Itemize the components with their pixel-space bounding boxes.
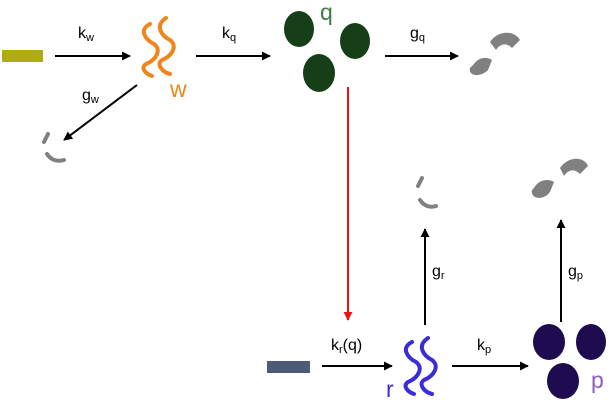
mrna-squiggle-icon [141, 16, 176, 78]
rate-g-p: gp [568, 263, 583, 282]
rate-g-q: gq [410, 25, 425, 44]
label-q: q [320, 0, 333, 25]
label-w: w [169, 76, 187, 102]
degraded-fragment-icon [416, 176, 438, 209]
protein-blob-icon [284, 11, 370, 92]
mrna-squiggle-icon [403, 336, 438, 396]
gene-bar-icon [2, 50, 43, 62]
degradation-arrow-w [63, 84, 138, 141]
gene-bar-icon [267, 361, 310, 373]
rate-k-p: kp [477, 337, 491, 356]
rate-g-r: gr [432, 263, 445, 282]
rate-k-r: kr(q) [331, 337, 362, 356]
degraded-protein-icon [531, 158, 588, 198]
rate-k-w: kw [78, 25, 94, 44]
degraded-protein-icon [469, 32, 520, 76]
rate-k-q: kq [222, 25, 236, 44]
degraded-fragment-icon [42, 132, 66, 163]
protein-blob-icon [533, 324, 606, 399]
label-p: p [591, 367, 604, 393]
label-r: r [386, 376, 394, 402]
rate-g-w: gw [82, 87, 99, 106]
